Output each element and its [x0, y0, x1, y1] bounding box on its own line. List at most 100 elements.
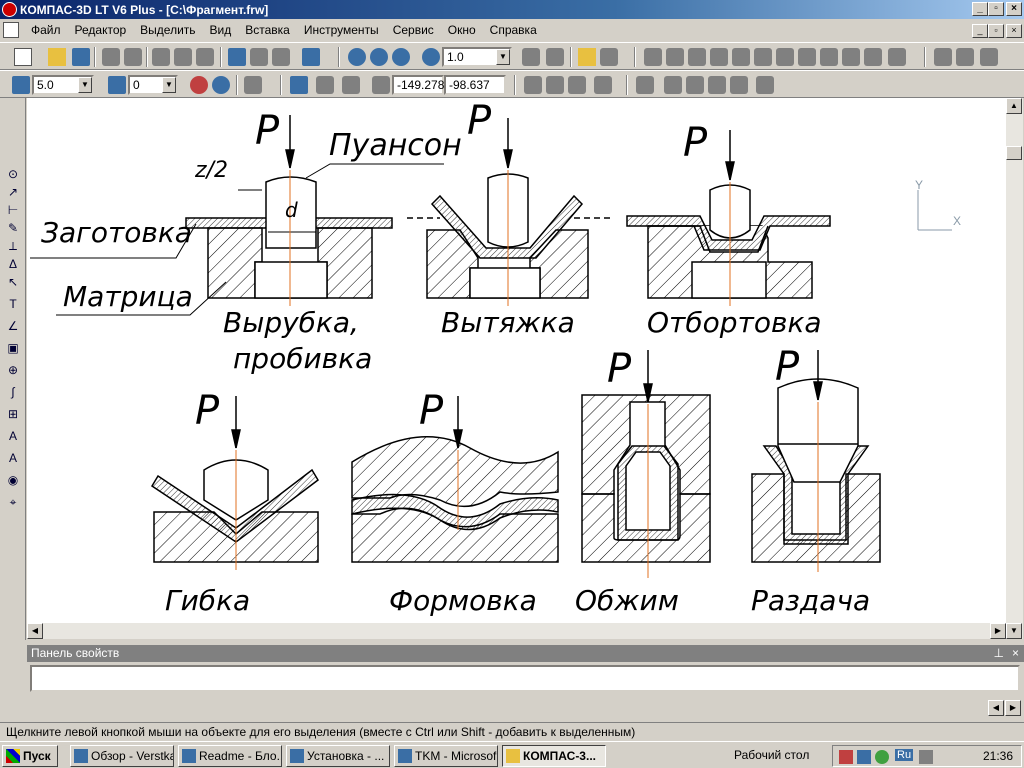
chevron-down-icon[interactable]: ▼	[496, 49, 510, 65]
filter-icon[interactable]	[636, 76, 654, 94]
text-icon[interactable]: T	[9, 297, 17, 311]
maximize-button[interactable]: ▫	[988, 2, 1004, 16]
scroll-right-icon[interactable]: ▶	[990, 623, 1006, 639]
open-folder-icon[interactable]	[48, 48, 66, 66]
library-icon[interactable]	[568, 76, 586, 94]
shape-more-icon[interactable]	[888, 48, 906, 66]
select-icon[interactable]: ↖	[7, 275, 19, 289]
shape-hole-icon[interactable]	[732, 48, 750, 66]
vertical-scrollbar[interactable]: ▲ ▼	[1006, 98, 1023, 639]
menu-edit[interactable]: Редактор	[74, 23, 127, 37]
drawing-canvas[interactable]: P Пуансон z/2 d Заготовка Матрица Вырубк…	[27, 98, 1006, 623]
crosshair-icon[interactable]: ⌖	[9, 495, 17, 509]
zoom-icon[interactable]	[348, 48, 366, 66]
edit-props-icon[interactable]	[524, 76, 542, 94]
tray-misc-icon[interactable]	[919, 750, 933, 764]
edit-icon[interactable]: ✎	[7, 221, 19, 235]
tray-app-icon[interactable]	[839, 750, 853, 764]
shape-round-icon[interactable]	[666, 48, 684, 66]
step-icon[interactable]	[12, 76, 30, 94]
shape-rect-icon[interactable]	[644, 48, 662, 66]
layer-icon[interactable]	[108, 76, 126, 94]
doc-close-button[interactable]: ×	[1006, 24, 1022, 38]
menu-tools[interactable]: Инструменты	[303, 23, 379, 37]
print-preview-icon[interactable]	[124, 48, 142, 66]
grid-icon[interactable]	[244, 76, 262, 94]
label-icon[interactable]: A	[8, 451, 17, 465]
clock[interactable]: 21:36	[982, 749, 1013, 763]
hatch-tool-icon[interactable]	[956, 48, 974, 66]
macro-3-icon[interactable]	[708, 76, 726, 94]
help-cursor-icon[interactable]	[302, 48, 320, 66]
properties-icon[interactable]	[578, 48, 596, 66]
measure-icon[interactable]: ⟂	[8, 239, 17, 253]
shape-poly-icon[interactable]	[842, 48, 860, 66]
pan-icon[interactable]	[522, 48, 540, 66]
globe-icon[interactable]: ◉	[7, 473, 19, 487]
print-icon[interactable]	[102, 48, 120, 66]
shape-slot-icon[interactable]	[710, 48, 728, 66]
paste-icon[interactable]	[196, 48, 214, 66]
task-readme[interactable]: Readme - Бло...	[178, 745, 282, 767]
cursor-coords-icon[interactable]	[342, 76, 360, 94]
close-icon[interactable]: ×	[1011, 646, 1019, 660]
tray-volume-icon[interactable]	[857, 750, 871, 764]
scroll-left-icon[interactable]: ◀	[27, 623, 43, 639]
menu-view[interactable]: Вид	[209, 23, 232, 37]
minimize-button[interactable]: _	[972, 2, 988, 16]
scroll-up-icon[interactable]: ▲	[1006, 98, 1022, 114]
cut-icon[interactable]	[152, 48, 170, 66]
task-tkm[interactable]: TKM - Microsof...	[394, 745, 498, 767]
line-icon[interactable]: ↗	[7, 185, 19, 199]
table-icon[interactable]: ⊞	[7, 407, 19, 421]
layer-combo[interactable]: 0▼	[128, 75, 178, 95]
panel-left-icon[interactable]: ◀	[988, 700, 1004, 716]
variables-icon[interactable]	[546, 76, 564, 94]
menu-service[interactable]: Сервис	[392, 23, 434, 37]
point-icon[interactable]: ⊙	[7, 167, 19, 181]
doc-minimize-button[interactable]: _	[972, 24, 988, 38]
copy-icon[interactable]	[174, 48, 192, 66]
line-tool-icon[interactable]	[934, 48, 952, 66]
save-icon[interactable]	[72, 48, 90, 66]
curve-tool-icon[interactable]	[980, 48, 998, 66]
scroll-down-icon[interactable]: ▼	[1006, 623, 1022, 639]
pin-icon[interactable]: ⊥	[993, 646, 1004, 660]
shape-arc-icon[interactable]	[776, 48, 794, 66]
menu-insert[interactable]: Вставка	[245, 23, 290, 37]
menu-file[interactable]: Файл	[31, 23, 61, 37]
document-icon[interactable]	[3, 22, 19, 38]
macro-1-icon[interactable]	[664, 76, 682, 94]
dimension-icon[interactable]: ⊢	[7, 203, 19, 217]
coord-y-field[interactable]: -98.637	[444, 75, 506, 95]
zoom-out-icon[interactable]	[392, 48, 410, 66]
doc-restore-button[interactable]: ▫	[988, 24, 1004, 38]
align-icon[interactable]: A	[8, 429, 17, 443]
properties-panel-body[interactable]	[30, 665, 1020, 692]
start-button[interactable]: Пуск	[2, 745, 58, 767]
kompas-app-icon[interactable]	[2, 2, 17, 17]
step-combo[interactable]: 5.0▼	[32, 75, 94, 95]
desktop-toolbar-label[interactable]: Рабочий стол	[734, 748, 810, 762]
coord-x-field[interactable]: -149.278	[392, 75, 444, 95]
angle-icon[interactable]: ∠	[7, 319, 19, 333]
ortho-icon[interactable]	[316, 76, 334, 94]
redo-icon[interactable]	[250, 48, 268, 66]
panel-right-icon[interactable]: ▶	[1005, 700, 1021, 716]
display-icon[interactable]	[600, 48, 618, 66]
menu-select[interactable]: Выделить	[140, 23, 196, 37]
tray-network-icon[interactable]	[875, 750, 889, 764]
local-cs-icon[interactable]	[290, 76, 308, 94]
task-kompas[interactable]: КОМПАС-3...	[502, 745, 606, 767]
language-indicator[interactable]: Ru	[895, 749, 914, 761]
shape-wedge-icon[interactable]	[798, 48, 816, 66]
chevron-down-icon[interactable]: ▼	[162, 77, 176, 93]
macro-4-icon[interactable]	[730, 76, 748, 94]
shape-tri-icon[interactable]	[820, 48, 838, 66]
shape-chamfer-icon[interactable]	[688, 48, 706, 66]
zoom-combo[interactable]: 1.0▼	[442, 47, 512, 67]
shape-flag-icon[interactable]	[864, 48, 882, 66]
snap-local-icon[interactable]	[212, 76, 230, 94]
calc-icon[interactable]	[594, 76, 612, 94]
undo-icon[interactable]	[228, 48, 246, 66]
